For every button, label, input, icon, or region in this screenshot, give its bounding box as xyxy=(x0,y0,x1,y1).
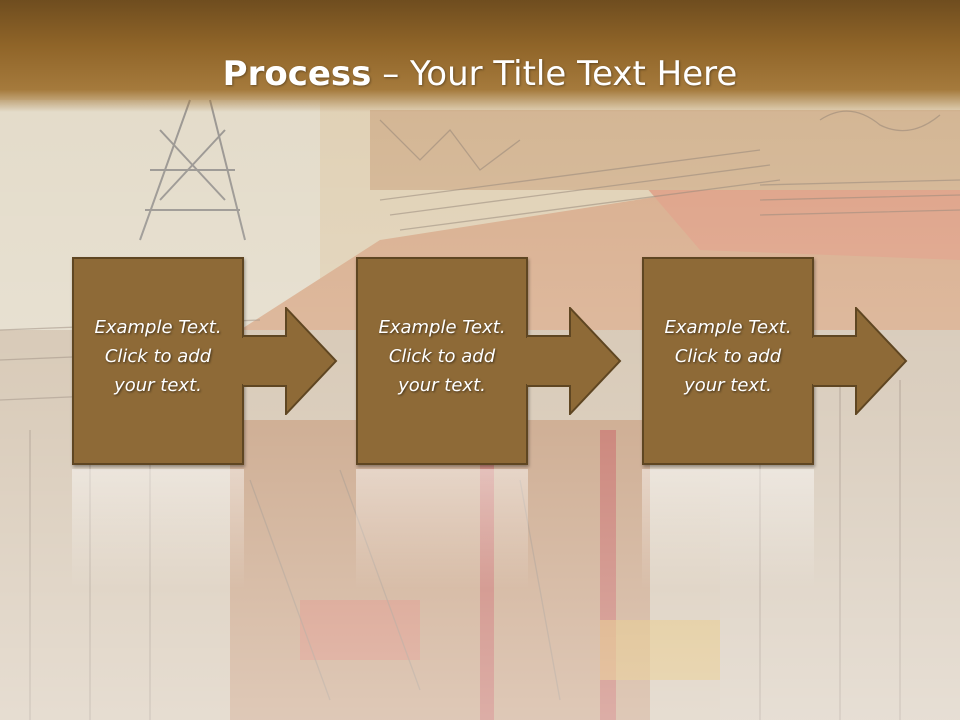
step-text-line: Click to add xyxy=(104,346,212,367)
step-text-line: your text. xyxy=(114,375,202,396)
step-text-line: your text. xyxy=(398,375,486,396)
title-dash: – xyxy=(371,54,411,94)
title-rest: Your Title Text Here xyxy=(410,54,738,94)
step-text-line: Click to add xyxy=(388,346,496,367)
title-band xyxy=(0,0,960,112)
step-reflection xyxy=(356,469,528,589)
step-text[interactable]: Example Text. Click to add your text. xyxy=(642,313,814,400)
step-reflection xyxy=(642,469,814,589)
step-text[interactable]: Example Text. Click to add your text. xyxy=(72,313,244,400)
step-box xyxy=(642,257,814,465)
step-box xyxy=(356,257,528,465)
step-text-line: your text. xyxy=(684,375,772,396)
title-bold-part: Process xyxy=(222,54,372,94)
arrow-right-icon xyxy=(526,307,622,415)
step-reflection xyxy=(72,469,244,589)
step-text-line: Click to add xyxy=(674,346,782,367)
arrow-right-icon xyxy=(242,307,338,415)
slide-title[interactable]: Process – Your Title Text Here xyxy=(0,52,960,96)
step-text-line: Example Text. xyxy=(378,317,506,338)
step-text-line: Example Text. xyxy=(94,317,222,338)
step-text-line: Example Text. xyxy=(664,317,792,338)
step-text[interactable]: Example Text. Click to add your text. xyxy=(356,313,528,400)
arrow-right-icon xyxy=(812,307,908,415)
